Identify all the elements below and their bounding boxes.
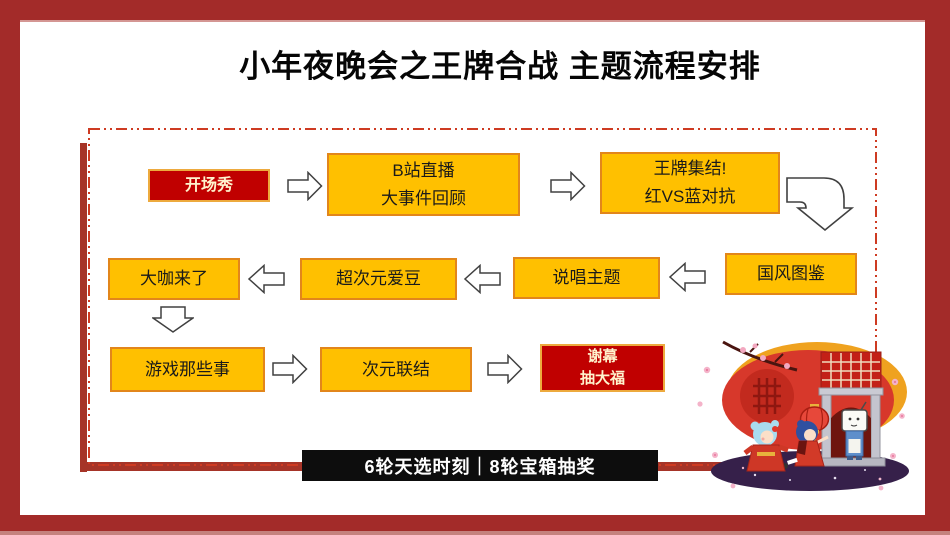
flow-node-label: 抽大福 <box>579 370 625 387</box>
flow-node-big-guest: 大咖来了 <box>108 258 240 300</box>
flow-node-label: 说唱主题 <box>552 268 621 288</box>
arrow-down-icon <box>152 306 194 333</box>
flow-node-label: 游戏那些事 <box>145 359 230 379</box>
arrow-left-icon <box>463 264 501 294</box>
flow-node-dimension-idol: 超次元爱豆 <box>300 258 457 300</box>
flow-node-finale: 谢幕 抽大福 <box>540 344 665 392</box>
accent-line-vertical <box>80 143 87 472</box>
flow-node-label: 谢幕 <box>587 348 618 366</box>
flow-node-label: 次元联结 <box>362 359 430 379</box>
frame-right <box>925 0 950 535</box>
page-title: 小年夜晚会之王牌合战 主题流程安排 <box>239 49 761 84</box>
arrow-right-icon <box>550 171 586 201</box>
frame-bottom <box>0 515 950 535</box>
lottery-banner-label: 6轮天选时刻｜8轮宝箱抽奖 <box>364 456 596 477</box>
flow-node-label: 开场秀 <box>184 176 233 194</box>
flow-node-label: B站直播 <box>392 160 455 180</box>
arrow-right-icon <box>287 171 323 201</box>
flow-node-opening: 开场秀 <box>148 169 270 202</box>
frame-left <box>0 0 20 535</box>
arrow-right-icon <box>487 354 523 384</box>
flow-node-games: 游戏那些事 <box>110 347 265 392</box>
new-year-illustration-icon <box>697 340 909 491</box>
flow-node-label: 大事件回顾 <box>381 188 466 208</box>
flow-node-rap-theme: 说唱主题 <box>513 257 660 299</box>
lottery-banner: 6轮天选时刻｜8轮宝箱抽奖 <box>302 450 658 481</box>
frame-top <box>0 0 950 22</box>
flow-node-label: 大咖来了 <box>140 269 208 289</box>
arrow-right-icon <box>272 354 308 384</box>
flow-node-ace-assembly: 王牌集结! 红VS蓝对抗 <box>600 152 780 214</box>
arrow-left-icon <box>668 262 706 292</box>
flow-node-label: 红VS蓝对抗 <box>644 187 736 206</box>
flow-node-label: 王牌集结! <box>653 159 727 179</box>
arrow-left-icon <box>247 264 285 294</box>
flow-node-label: 国风图鉴 <box>757 264 825 284</box>
flow-node-guofeng: 国风图鉴 <box>725 253 857 295</box>
arrow-elbow-down-icon <box>786 177 854 232</box>
flow-node-bilibili-live: B站直播 大事件回顾 <box>327 153 520 216</box>
flow-node-label: 超次元爱豆 <box>336 269 421 289</box>
flow-node-dimension-link: 次元联结 <box>320 347 472 392</box>
